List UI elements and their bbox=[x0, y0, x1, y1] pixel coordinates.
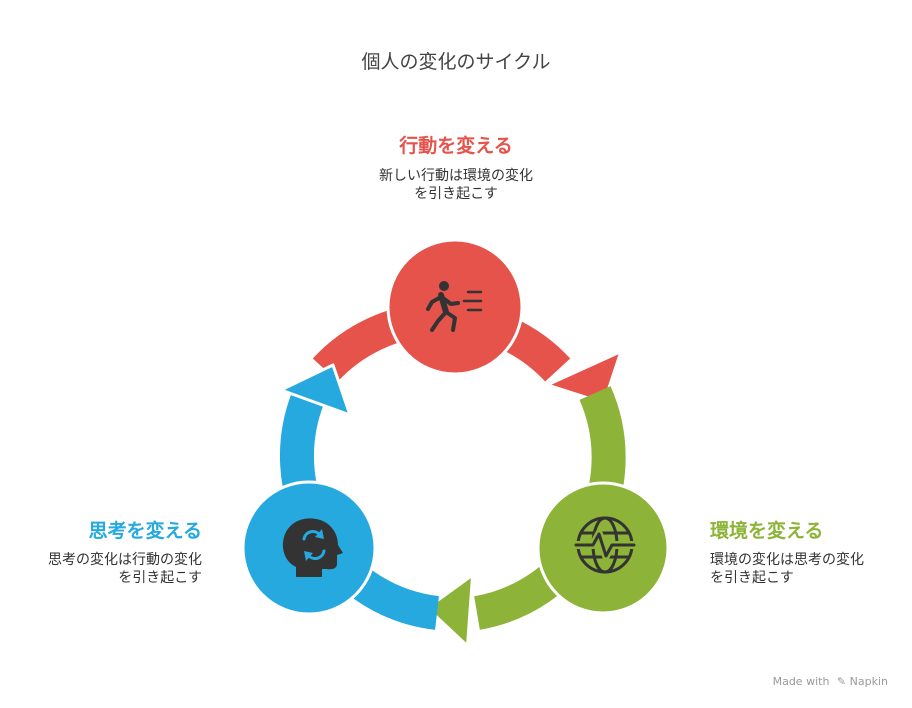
credit-brand: Napkin bbox=[849, 675, 888, 688]
node-description-thinking: 思考の変化は行動の変化 を引き起こす bbox=[48, 552, 202, 586]
node-description-environment: 環境の変化は思考の変化 を引き起こす bbox=[710, 552, 864, 586]
made-with-credit: Made with ✎ Napkin bbox=[773, 675, 888, 688]
node-heading-thinking: 思考を変える bbox=[88, 520, 202, 542]
diagram-title: 個人の変化のサイクル bbox=[361, 51, 551, 73]
node-heading-environment: 環境を変える bbox=[710, 520, 824, 542]
napkin-logo-icon: ✎ bbox=[836, 675, 847, 688]
credit-prefix: Made with bbox=[772, 675, 830, 688]
node-heading-behavior: 行動を変える bbox=[399, 135, 513, 157]
running-person-icon bbox=[426, 281, 483, 332]
node-change-behavior bbox=[386, 238, 524, 376]
head-cycle-icon bbox=[282, 518, 343, 577]
node-change-environment bbox=[536, 481, 670, 615]
globe-pulse-icon bbox=[572, 516, 638, 574]
node-change-thinking bbox=[241, 480, 377, 616]
node-description-behavior: 新しい行動は環境の変化 を引き起こす bbox=[379, 168, 533, 202]
